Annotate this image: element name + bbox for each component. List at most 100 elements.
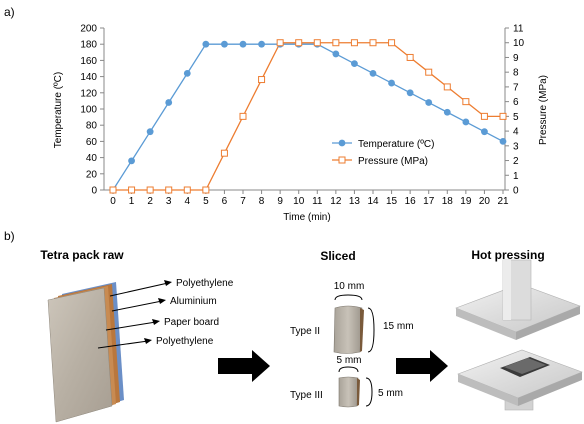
temperature-point [221,40,228,48]
type-ii-label: Type II [290,326,320,337]
x-tick-label: 12 [330,196,342,207]
x-tick-label: 5 [203,196,209,207]
process-diagram: Tetra pack raw Sliced Hot pressing Polye… [40,248,583,423]
x-tick-label: 3 [166,196,172,207]
x-tick-label: 9 [277,196,283,207]
type-ii-slice [333,305,364,354]
temperature-point [388,79,395,87]
layer-arrow-3 [105,321,157,331]
pressing-profile-chart: 0204060801001201401601802000123456789101… [53,24,549,223]
layer-annotations: Polyethylene Aluminium Paper board Polye… [97,278,234,349]
temperature-point [165,99,173,106]
x-tick-label: 10 [293,196,305,207]
chart-legend: Temperature (ºC) Pressure (MPa) [332,139,434,167]
x-tick-label: 7 [240,196,246,207]
x-tick-label: 17 [423,196,435,207]
x-tick-label: 20 [479,196,491,207]
x-tick-label: 0 [110,196,116,207]
arrowhead-3 [152,319,160,325]
type-ii-width-label: 10 mm [334,281,365,292]
legend-temperature-marker [338,139,346,147]
y-left-tick-label: 0 [91,186,97,197]
type-iii-width-label: 5 mm [337,355,362,366]
y-axis-right-title: Pressure (MPa) [538,75,549,145]
x-tick-label: 19 [460,196,472,207]
x-tick-label: 13 [349,196,361,207]
pressure-point [462,98,470,106]
y-left-tick-label: 160 [80,56,97,67]
pressure-point [128,186,136,194]
panel-b-label: b) [4,229,15,243]
y-right-tick-label: 8 [513,68,519,79]
pressure-point [425,68,433,76]
layer-label-polyethylene-inner: Polyethylene [156,336,214,347]
pressure-point [276,39,284,47]
pressure-point [109,186,117,194]
type-iii-height-brace [365,377,373,407]
stage-hot-pressing-title: Hot pressing [471,248,544,262]
y-left-tick-label: 200 [80,24,97,35]
y-left-tick-label: 20 [86,169,98,180]
pressure-point [202,186,210,194]
type-iii-width-brace [338,366,359,373]
tetra-pack-sheet [47,282,124,423]
stage-sliced-title: Sliced [320,249,355,263]
legend-pressure-marker [338,156,346,164]
temperature-point [146,128,154,136]
type-iii-height-label: 5 mm [378,388,403,399]
pressure-point [388,39,396,47]
hot-press-bottom-plate [457,349,583,411]
arrowhead-2 [158,298,166,304]
pressure-point [406,53,414,61]
y-right-tick-label: 5 [513,112,519,123]
temperature-point [258,40,265,48]
process-arrow-2 [396,350,448,382]
arrowhead-1 [164,280,172,286]
type-ii-height-brace [367,307,375,353]
temperature-point [351,60,358,68]
x-tick-label: 1 [129,196,135,207]
y-left-tick-label: 100 [80,105,97,116]
temperature-point [128,157,135,165]
y-left-tick-label: 60 [86,137,98,148]
temperature-series-line [112,43,504,191]
type-iii-label: Type III [290,390,323,401]
pressure-series-line [113,42,503,191]
pressure-point [332,39,340,47]
x-tick-label: 14 [367,196,379,207]
y-left-tick-label: 120 [80,88,97,99]
pressure-point [313,39,321,47]
y-right-tick-label: 4 [513,127,519,138]
temperature-point [406,89,414,97]
pressure-point [183,186,191,194]
pressure-point [443,83,451,91]
y-right-tick-label: 2 [513,156,519,167]
pressure-point [146,186,154,194]
x-tick-label: 11 [312,196,323,207]
y-right-tick-label: 11 [513,24,524,35]
panel-a-label: a) [4,5,15,19]
pressure-point [258,76,266,84]
pressure-point [480,112,488,120]
pressure-point [220,149,228,157]
layer-arrow-2 [111,300,163,312]
temperature-point [481,128,488,136]
x-tick-label: 18 [442,196,454,207]
pressure-point [369,39,377,47]
x-tick-label: 21 [497,196,509,207]
process-arrow-1 [218,350,270,382]
y-right-tick-label: 10 [513,38,525,49]
polyethylene-inner-layer [47,287,113,423]
temperature-point [202,40,210,48]
y-right-tick-label: 0 [513,186,519,197]
y-right-tick-label: 3 [513,141,519,152]
x-tick-label: 6 [222,196,228,207]
y-left-tick-label: 140 [80,72,97,83]
y-left-tick-label: 80 [86,121,98,132]
legend-pressure-label: Pressure (MPa) [358,156,428,167]
layer-label-aluminium: Aluminium [170,296,217,307]
hot-press-top-plate [455,259,581,340]
x-tick-label: 8 [259,196,265,207]
type-ii-height-label: 15 mm [383,321,414,332]
pressure-point [499,112,507,120]
